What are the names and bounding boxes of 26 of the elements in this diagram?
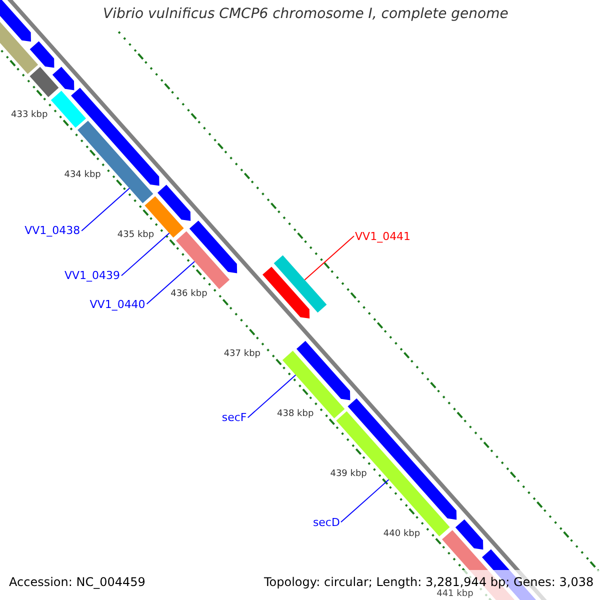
gene-label: VV1_0441 bbox=[355, 230, 411, 243]
scale-label: 437 kbp bbox=[224, 349, 260, 360]
scale-label: 439 kbp bbox=[330, 468, 367, 479]
gene-label: secD bbox=[312, 516, 340, 529]
scale-label: 434 kbp bbox=[64, 170, 101, 180]
title: Vibrio vulnificus CMCP6 chromosome I, complete genome bbox=[103, 6, 508, 22]
genome-info-label: Topology: circular; Length: 3,281,944 bp; Genes: 3,038 bbox=[264, 575, 594, 589]
gene-bar bbox=[274, 255, 327, 313]
leader-line bbox=[146, 260, 196, 305]
gene-label: VV1_0440 bbox=[90, 298, 146, 311]
leader-line bbox=[121, 232, 170, 276]
scale-label: 440 kbp bbox=[383, 528, 420, 538]
gene-label: secF bbox=[222, 411, 247, 424]
leader-line bbox=[340, 479, 390, 523]
accession-label: Accession: NC_004459 bbox=[9, 575, 146, 589]
scale-label: 441 kbp bbox=[436, 589, 474, 599]
leader-line bbox=[247, 374, 296, 418]
gene-label: VV1_0438 bbox=[24, 224, 80, 238]
scale-label: 433 kbp bbox=[11, 110, 48, 120]
scale-label: 435 kbp bbox=[117, 230, 154, 240]
gene-bar bbox=[176, 231, 230, 290]
leader-line bbox=[81, 188, 130, 232]
gene-label: VV1_0439 bbox=[64, 269, 120, 282]
leader-line bbox=[304, 236, 355, 280]
scale-label: 438 kbp bbox=[277, 408, 314, 419]
scale-label: 436 kbp bbox=[170, 289, 208, 300]
